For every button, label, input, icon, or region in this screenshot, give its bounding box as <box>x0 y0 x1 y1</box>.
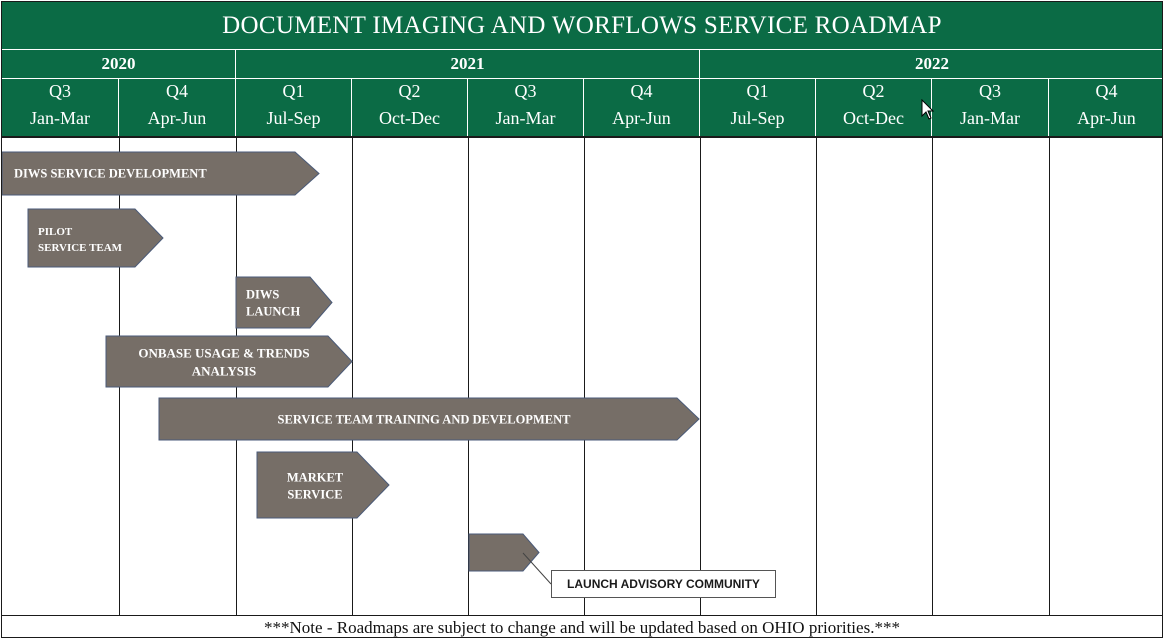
quarter-months: Jan-Mar <box>960 108 1020 128</box>
bar-diws-launch-label: LAUNCH <box>246 304 300 318</box>
quarter-label: Q1 <box>282 81 305 101</box>
bar-onbase-usage-trends <box>105 335 353 388</box>
quarter-gridline <box>932 138 933 616</box>
quarter-gridline <box>700 138 701 616</box>
quarter-label: Q1 <box>746 81 769 101</box>
bar-launch-advisory <box>468 533 540 572</box>
quarter-label: Q4 <box>630 81 653 101</box>
quarter-months: Oct-Dec <box>843 108 904 128</box>
bar-service-team-training-label: SERVICE TEAM TRAINING AND DEVELOPMENT <box>278 412 572 426</box>
bar-pilot-service-team-label: PILOT <box>38 226 73 238</box>
quarter-gridline <box>1049 138 1050 616</box>
bar-diws-service-development-label: DIWS SERVICE DEVELOPMENT <box>14 166 207 180</box>
year-2022: 2022 <box>700 50 1162 79</box>
roadmap-note: ***Note - Roadmaps are subject to change… <box>2 615 1162 637</box>
year-2020: 2020 <box>2 50 236 79</box>
bar-market-service-label: MARKET <box>287 470 344 484</box>
launch-advisory-callout: LAUNCH ADVISORY COMMUNITY <box>551 570 776 598</box>
bar-onbase-usage-trends-label: ANALYSIS <box>192 364 257 379</box>
quarter-months: Jul-Sep <box>730 108 785 128</box>
bar-market-service <box>256 451 390 519</box>
bar-diws-launch <box>235 276 333 329</box>
quarter-label: Q4 <box>1095 81 1118 101</box>
quarter-label: Q3 <box>49 81 71 101</box>
quarter-months: Apr-Jun <box>1077 108 1136 128</box>
quarter-gridline <box>352 138 353 616</box>
quarter-label: Q2 <box>398 81 421 101</box>
quarter-months: Oct-Dec <box>379 108 440 128</box>
quarter-label: Q2 <box>862 81 885 101</box>
quarter-months: Jan-Mar <box>495 108 556 128</box>
bar-market-service-label: SERVICE <box>287 487 342 501</box>
bar-onbase-usage-trends-label: ONBASE USAGE & TRENDS <box>138 346 309 361</box>
quarter-months: Apr-Jun <box>147 108 207 128</box>
quarter-gridline <box>468 138 469 616</box>
year-header-row: 2020 2021 2022 <box>2 50 1162 79</box>
roadmap-title: DOCUMENT IMAGING AND WORFLOWS SERVICE RO… <box>2 2 1162 50</box>
bar-pilot-service-team <box>27 208 164 268</box>
bar-diws-launch-label: DIWS <box>246 287 279 301</box>
quarter-gridline <box>816 138 817 616</box>
quarter-label: Q4 <box>166 81 188 101</box>
quarter-label: Q3 <box>514 81 537 101</box>
quarter-months: Jan-Mar <box>30 108 90 128</box>
quarter-label: Q3 <box>979 81 1001 101</box>
header-divider <box>2 136 1162 138</box>
bar-pilot-service-team-label: SERVICE TEAM <box>38 242 123 254</box>
year-2021: 2021 <box>236 50 700 79</box>
quarter-months: Apr-Jun <box>612 108 671 128</box>
bar-service-team-training <box>158 397 700 441</box>
quarter-gridline <box>584 138 585 616</box>
quarter-months: Jul-Sep <box>266 108 321 128</box>
bar-diws-service-development <box>2 151 320 196</box>
mouse-cursor-icon <box>921 99 935 120</box>
callout-connector <box>522 552 552 585</box>
